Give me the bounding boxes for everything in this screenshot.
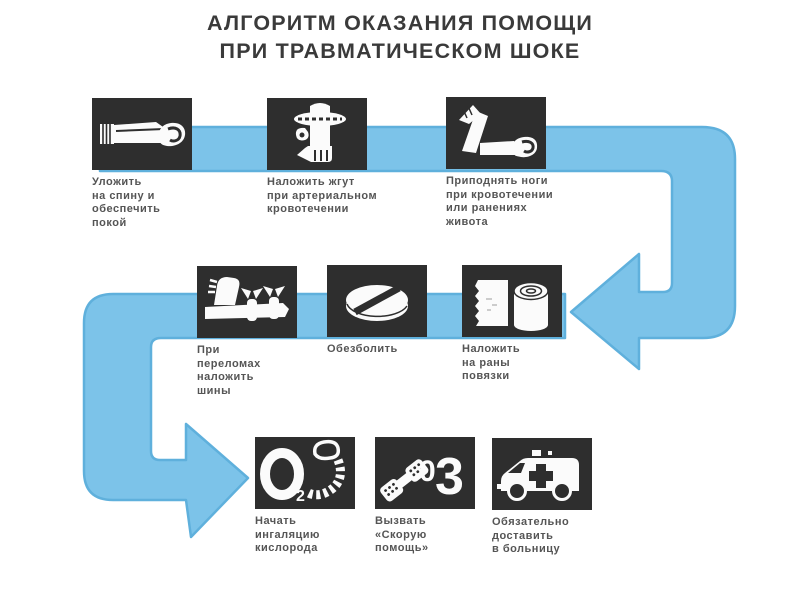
oxygen-inhalation-icon: 2 [255,437,355,509]
step-hospital: Обязательно доставить в больницу [492,438,592,557]
step-pain-relief: Обезболить [327,265,427,357]
step-oxygen: 2 Начать ингаляцию кислорода [255,437,355,556]
step-caption: Приподнять ноги при кровотечении или ран… [446,175,554,228]
step-raised-legs: Приподнять ноги при кровотечении или ран… [446,97,553,229]
slide-title: АЛГОРИТМ ОКАЗАНИЯ ПОМОЩИ ПРИ ТРАВМАТИЧЕС… [0,9,800,65]
step-caption: Наложить жгут при артериальном кровотече… [267,176,378,215]
step-caption: При переломах наложить шины [197,344,261,397]
step-bandage: Наложить на раны повязки [462,265,562,384]
bed-rest-icon [92,98,192,170]
step-caption: Начать ингаляцию кислорода [255,515,320,554]
pill-icon [327,265,427,337]
tourniquet-icon [267,98,367,170]
step-caption: Обязательно доставить в больницу [492,516,570,555]
svg-text:0: 0 [419,455,436,488]
svg-text:2: 2 [296,488,305,505]
ambulance-icon [492,438,592,510]
bandage-roll-icon [462,265,562,337]
step-caption: Наложить на раны повязки [462,343,521,382]
step-caption: Уложить на спину и обеспечить покой [92,176,161,229]
step-caption: Вызвать «Скорую помощь» [375,515,429,554]
step-splint: При переломах наложить шины [197,266,297,398]
slide-title-line-1: АЛГОРИТМ ОКАЗАНИЯ ПОМОЩИ [206,11,594,35]
step-tourniquet: Наложить жгут при артериальном кровотече… [267,98,377,217]
step-call-ambulance: 0 3 Вызвать «Скорую помощь» [375,437,475,556]
raised-legs-icon [446,97,546,169]
step-lay-on-back: Уложить на спину и обеспечить покой [92,98,192,230]
phone-03-icon: 0 3 [375,437,475,509]
svg-text:3: 3 [435,448,464,506]
flow-arrow-segment-bottom [82,292,567,539]
flow-arrow-segment-top [98,125,737,371]
slide-title-line-2: ПРИ ТРАВМАТИЧЕСКОМ ШОКЕ [219,39,581,63]
splint-icon [197,266,297,338]
step-caption: Обезболить [327,343,398,355]
